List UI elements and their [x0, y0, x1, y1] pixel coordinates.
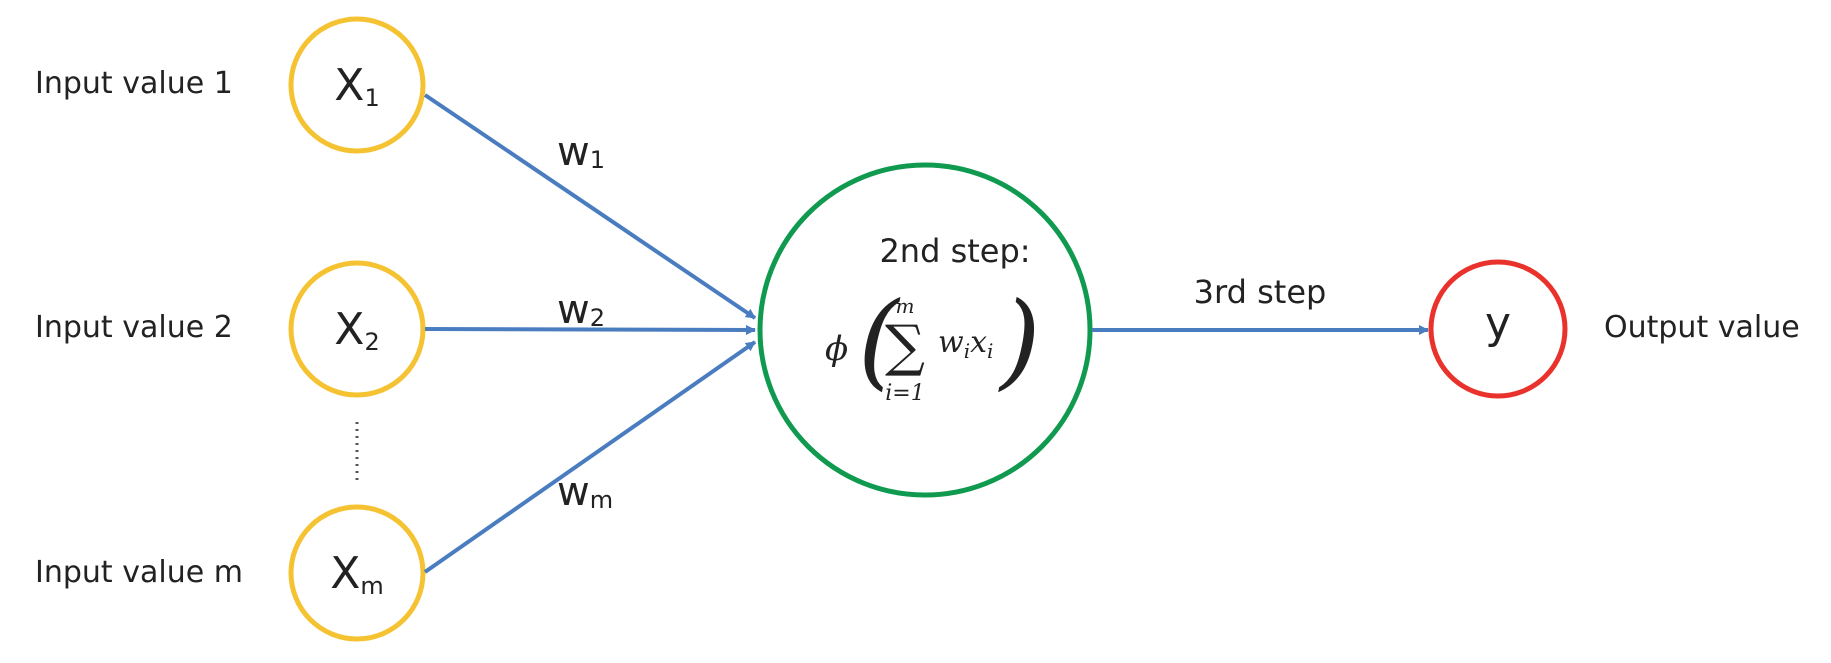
input-label-m: Input value m [35, 555, 243, 590]
weight-label-2: w2 [557, 287, 605, 333]
input-node-m-text: Xm [330, 548, 384, 600]
neuron-node: 2nd step: ϕ ( m ∑ i=1 wixi ) [757, 162, 1093, 498]
input-node-m: Xm [288, 504, 426, 642]
step-3-label: 3rd step [1194, 273, 1327, 311]
formula-term: wixi [938, 325, 993, 363]
arrow-input-m-to-neuron [423, 340, 757, 574]
formula-paren-open: ( [858, 279, 901, 401]
formula-term-x: x [970, 325, 987, 360]
formula-term-x-sub: i [987, 339, 993, 363]
weight-1-var: w [557, 129, 590, 175]
neuron-circle [757, 162, 1093, 498]
formula-paren-close: ) [998, 279, 1041, 401]
formula-sum-symbol: ∑ [885, 314, 925, 379]
input-node-m-sub: m [360, 572, 383, 600]
output-node: y [1428, 259, 1568, 399]
formula-upper-limit: m [896, 294, 915, 318]
input-node-2-text: X2 [334, 304, 379, 356]
arrow-input-2-to-neuron [424, 324, 756, 335]
output-node-circle [1428, 259, 1568, 399]
input-node-2: X2 [288, 260, 426, 398]
output-label: Output value [1604, 310, 1800, 345]
output-node-label: y [1485, 298, 1511, 349]
formula-phi: ϕ [825, 329, 848, 369]
weight-label-m: wm [557, 469, 613, 515]
input-node-m-var: X [330, 548, 360, 599]
weight-label-1: w1 [557, 129, 605, 175]
weight-m-var: w [557, 469, 590, 515]
formula-term-w-sub: i [964, 339, 970, 363]
input-node-1-circle [288, 16, 426, 154]
arrow-input-1-to-neuron [423, 93, 757, 320]
input-node-m-circle [288, 504, 426, 642]
input-node-1-sub: 1 [364, 84, 379, 112]
formula-term-w: w [938, 325, 964, 360]
weight-m-sub: m [590, 486, 613, 514]
input-label-2: Input value 2 [35, 310, 233, 345]
activation-formula: ϕ ( m ∑ i=1 wixi ) [825, 279, 1041, 406]
formula-lower-limit: i=1 [885, 381, 924, 406]
input-node-2-circle [288, 260, 426, 398]
input-node-1: X1 [288, 16, 426, 154]
input-node-2-sub: 2 [364, 328, 379, 356]
weight-2-var: w [557, 287, 590, 333]
input-node-1-text: X1 [334, 60, 379, 112]
input-node-2-var: X [334, 304, 364, 355]
step-2-label: 2nd step: [879, 232, 1030, 270]
input-label-1: Input value 1 [35, 66, 233, 101]
input-node-1-var: X [334, 60, 364, 111]
weight-1-sub: 1 [590, 146, 605, 174]
weight-2-sub: 2 [590, 304, 605, 332]
